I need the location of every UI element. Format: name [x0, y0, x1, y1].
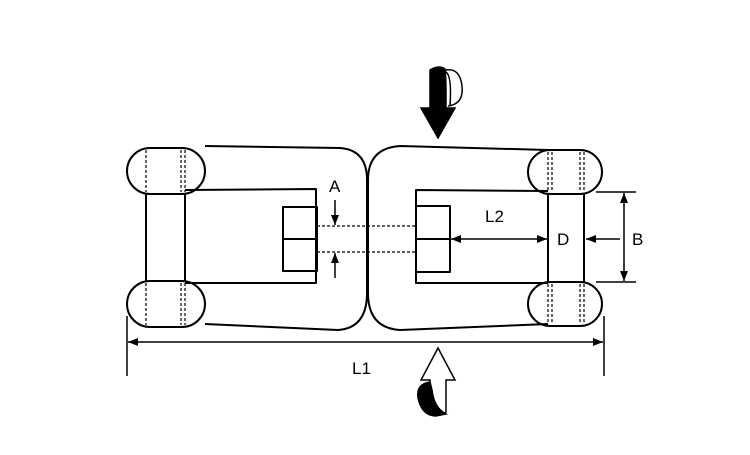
label-l2: L2: [485, 207, 504, 226]
left-eye-slot: [184, 188, 317, 284]
label-d: D: [557, 230, 569, 249]
label-l1: L1: [352, 359, 371, 378]
left-pin-shaft: [145, 194, 186, 281]
right-eye-slot: [415, 189, 549, 284]
left-eye: [126, 145, 368, 331]
right-eye: [367, 145, 603, 331]
right-eye-outline: [367, 145, 549, 331]
left-pin-head-top: [126, 147, 206, 195]
left-pin-head-bottom: [126, 280, 206, 328]
hidden-lines: [145, 150, 585, 325]
dimension-b: [596, 191, 636, 283]
right-pin-head-top: [527, 149, 603, 195]
dimension-l1: [126, 316, 605, 376]
right-pin-head-bottom: [527, 281, 603, 327]
rotation-arrow-top: [419, 66, 463, 140]
rotation-arrow-bottom: [417, 346, 457, 417]
right-pin-shaft: [547, 194, 585, 282]
label-b: B: [632, 230, 643, 249]
label-a: A: [329, 177, 341, 196]
